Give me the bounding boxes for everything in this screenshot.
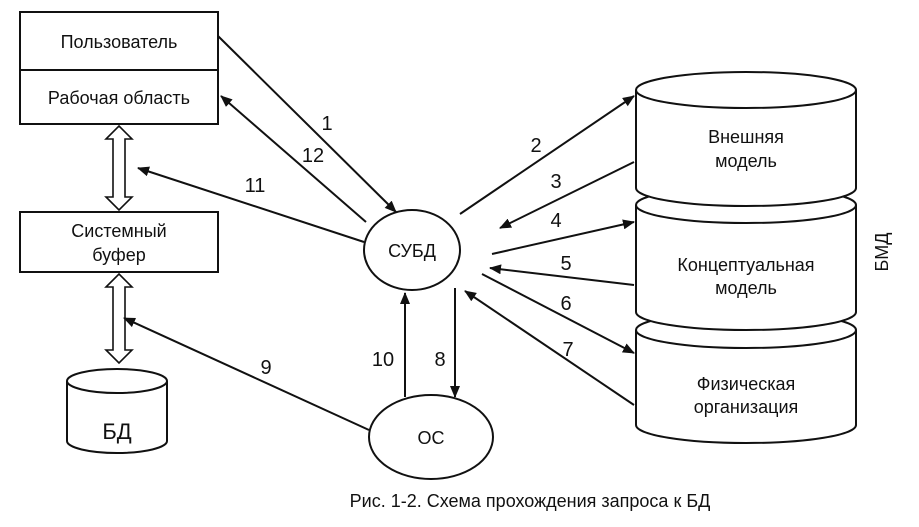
arrow-label-1: 1	[321, 113, 332, 135]
arrow-12	[220, 95, 367, 223]
arrow-label-6: 6	[560, 293, 571, 315]
conceptual-model-label-2: модель	[715, 278, 777, 298]
arrow-label-4: 4	[550, 210, 561, 232]
arrow-label-3: 3	[550, 171, 561, 193]
arrow-7	[464, 290, 635, 406]
os-label: ОС	[418, 428, 445, 448]
buffer-db-double-arrow	[104, 272, 134, 365]
arrow-label-5: 5	[560, 253, 571, 275]
workspace-buffer-double-arrow	[104, 124, 134, 212]
arrow-6	[481, 273, 635, 354]
external-model-cylinder	[635, 71, 857, 207]
external-model-label-2: модель	[715, 151, 777, 171]
dbms-label: СУБД	[388, 241, 436, 261]
arrow-2	[459, 95, 635, 215]
bmd-side-label: БМД	[872, 233, 892, 272]
database-label: БД	[102, 419, 131, 444]
arrow-label-12: 12	[302, 145, 324, 167]
os-node	[368, 394, 494, 480]
user-box-label: Пользователь	[61, 32, 178, 52]
arrow-label-11: 11	[245, 175, 266, 197]
arrow-4	[491, 219, 635, 255]
arrow-11	[137, 166, 365, 243]
figure-caption: Рис. 1-2. Схема прохождения запроса к БД	[350, 491, 711, 511]
external-model-label-1: Внешняя	[708, 127, 784, 147]
arrow-label-2: 2	[530, 135, 541, 157]
database-cylinder	[66, 368, 168, 454]
arrow-3	[499, 161, 635, 229]
conceptual-model-label-1: Концептуальная	[677, 255, 814, 275]
arrow-label-9: 9	[260, 357, 271, 379]
system-buffer-box	[19, 211, 219, 273]
physical-organization-label-2: организация	[694, 397, 799, 417]
system-buffer-label-1: Системный	[71, 221, 166, 241]
arrow-1	[217, 35, 397, 213]
arrow-label-10: 10	[372, 349, 394, 371]
arrow-label-7: 7	[562, 339, 573, 361]
physical-organization-label-1: Физическая	[697, 374, 795, 394]
workspace-box-label: Рабочая область	[48, 88, 190, 108]
arrow-label-8: 8	[434, 349, 445, 371]
arrow-9	[123, 317, 370, 431]
dbms-node	[363, 209, 461, 291]
arrow-5	[489, 264, 635, 286]
user-workspace-block	[19, 11, 219, 125]
system-buffer-label-2: буфер	[92, 245, 146, 265]
